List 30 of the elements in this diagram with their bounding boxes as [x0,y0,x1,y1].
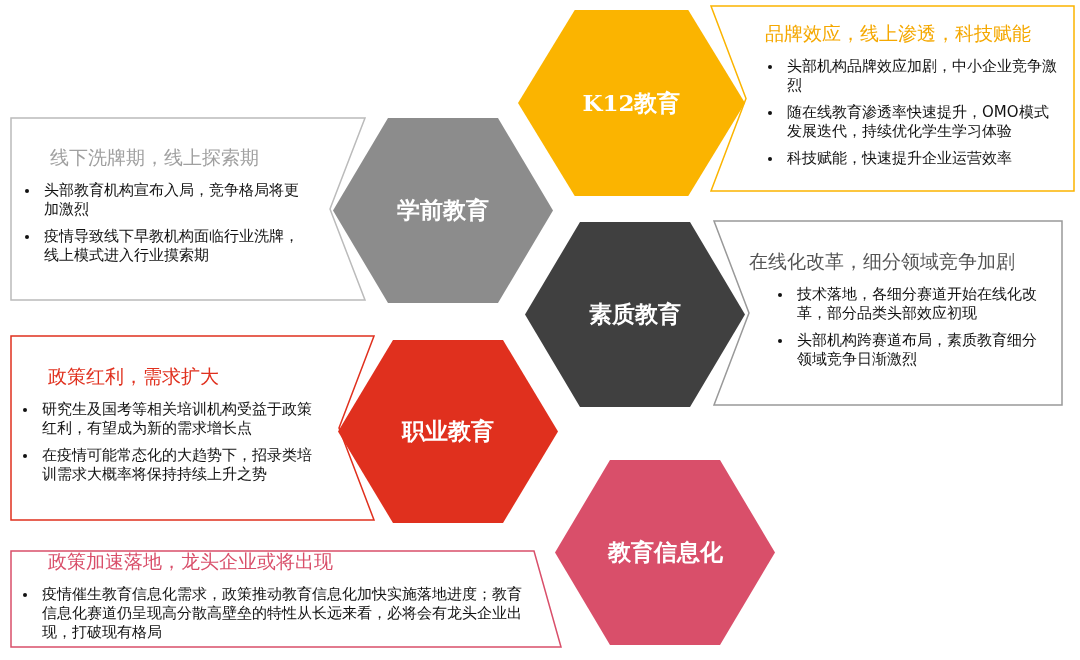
callout-heading: 品牌效应，线上渗透，科技赋能 [765,21,1032,46]
callout-box [10,335,375,521]
bullet-text: 头部机构跨赛道布局，素质教育细分领域竞争日渐激烈 [775,331,1051,369]
callout-box [10,550,562,648]
hexagon [518,10,745,196]
hexagon [338,340,558,523]
hexagon-label: 职业教育 [402,417,494,446]
bullet-text: 科技赋能，快速提升企业运营效率 [765,149,1063,168]
bullet-text: 疫情导致线下早教机构面临行业洗牌，线上模式进入行业摸索期 [22,227,306,265]
bullet-text: 技术落地，各细分赛道开始在线化改革，部分品类头部效应初现 [775,285,1051,323]
hexagon [525,222,745,407]
callout-heading: 政策红利，需求扩大 [48,364,220,389]
hexagon [333,118,553,303]
bullet-text: 随在线教育渗透率快速提升，OMO模式发展迭代，持续优化学生学习体验 [765,103,1063,141]
callout-heading: 线下洗牌期，线上探索期 [50,145,260,170]
hexagon-label: K12教育 [582,87,681,118]
callout-box [10,117,366,301]
callout-box [710,5,1075,192]
bullet-text: 疫情催生教育信息化需求，政策推动教育信息化加快实施落地进度；教育信息化赛道仍呈现高分散高壁垒的特性从长远来看，必将会有龙头企业出现，打破现有格局 [20,584,532,642]
bullet-text: 在疫情可能常态化的大趋势下，招录类培训需求大概率将保持持续上升之势 [20,446,315,484]
callout-heading: 在线化改革，细分领域竞争加剧 [749,249,1016,274]
callout-heading: 政策加速落地，龙头企业或将出现 [48,548,334,574]
hexagon-label: 教育信息化 [607,538,723,567]
callout-box [713,220,1063,406]
bullet-text: 头部机构品牌效应加剧，中小企业竞争激烈 [765,57,1063,95]
bullet-text: 头部教育机构宣布入局，竞争格局将更加激烈 [22,181,306,219]
bullet-text: 研究生及国考等相关培训机构受益于政策红利，有望成为新的需求增长点 [20,400,315,438]
hexagon-label: 素质教育 [589,300,681,329]
hexagon [555,460,775,645]
hexagon-label: 学前教育 [397,196,489,225]
